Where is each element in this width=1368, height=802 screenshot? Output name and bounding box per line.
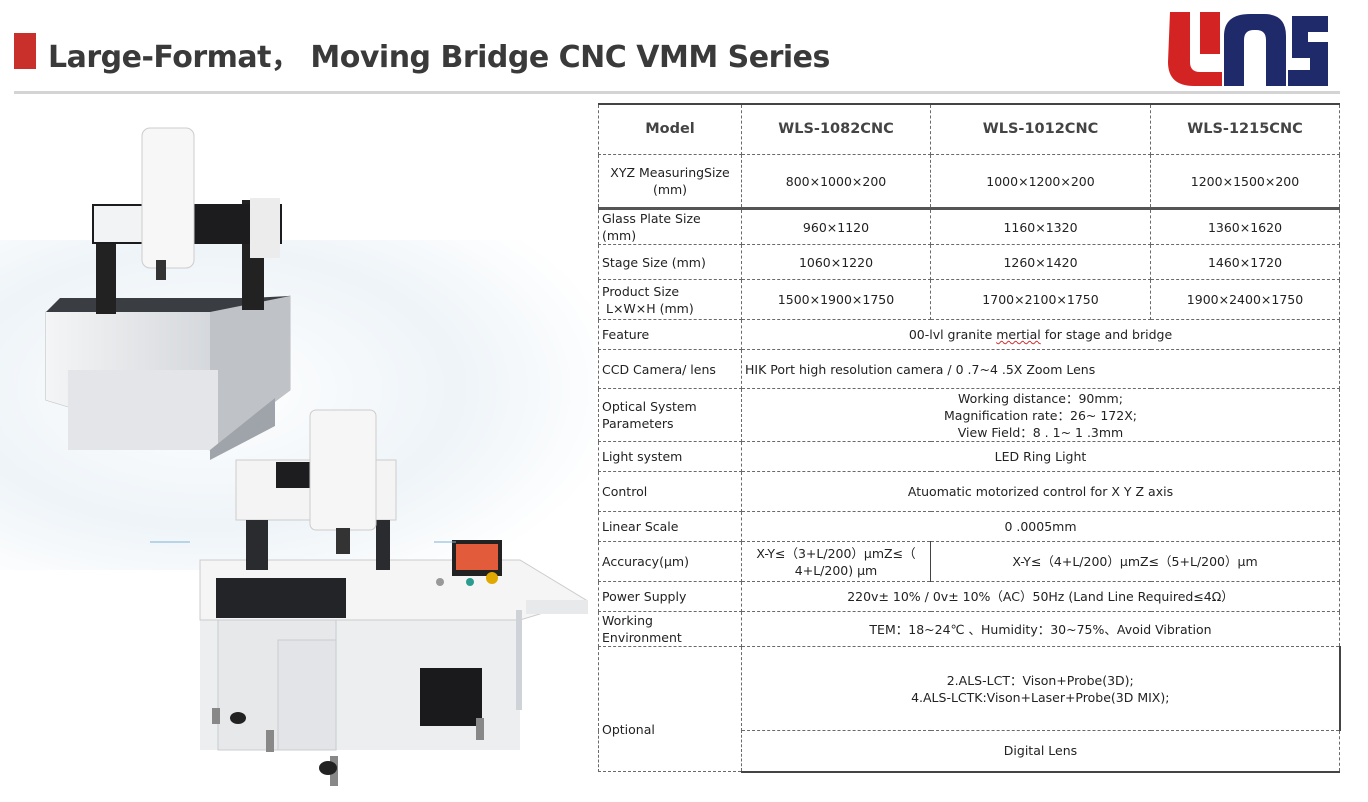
optional-line-2: 4.ALS-LCTK:Vison+Laser+Probe(3D MIX); bbox=[911, 689, 1170, 705]
cell-measuring-size-2: 1000×1200×200 bbox=[930, 154, 1151, 210]
cell-measuring-size-3: 1200×1500×200 bbox=[1150, 154, 1340, 210]
cell-measuring-size-1: 800×1000×200 bbox=[741, 154, 931, 210]
title-divider bbox=[14, 91, 1340, 94]
row-label-control: Control bbox=[598, 471, 742, 512]
product-photos bbox=[0, 100, 595, 802]
cell-feature: 00-lvl granite mertial for stage and bri… bbox=[741, 319, 1340, 350]
cell-stage-size-3: 1460×1720 bbox=[1150, 244, 1340, 280]
header-model-1: WLS-1082CNC bbox=[741, 103, 931, 155]
company-logo bbox=[1168, 12, 1328, 86]
machine-bottom bbox=[199, 409, 588, 786]
optional-line-1: 2.ALS-LCT：Vison+Probe(3D); bbox=[946, 672, 1134, 688]
table-row: CCD Camera/ lens HIK Port high resolutio… bbox=[598, 349, 1340, 389]
table-row: Glass Plate Size (mm) 960×1120 1160×1320… bbox=[598, 208, 1340, 245]
table-row: XYZ MeasuringSize (mm) 800×1000×200 1000… bbox=[598, 154, 1340, 210]
page-title: Large-Format， Moving Bridge CNC VMM Seri… bbox=[48, 40, 830, 75]
accuracy-a-line-1: X-Y≤（3+L/200）μmZ≤（ bbox=[756, 545, 916, 561]
optical-line-3: View Field：8 . 1~ 1 .3mm bbox=[957, 424, 1124, 440]
table-row: Product Size L×W×H (mm) 1500×1900×1750 1… bbox=[598, 279, 1340, 320]
row-label-ccd: CCD Camera/ lens bbox=[598, 349, 742, 389]
feature-text-post: for stage and bridge bbox=[1040, 327, 1173, 342]
table-row: Optional 2.ALS-LCT：Vison+Probe(3D);4.ALS… bbox=[598, 646, 1341, 772]
header-model-2: WLS-1012CNC bbox=[930, 103, 1151, 155]
row-label-optional: Optional bbox=[598, 646, 742, 772]
table-row: Control Atuomatic motorized control for … bbox=[598, 471, 1340, 512]
cell-stage-size-1: 1060×1220 bbox=[741, 244, 931, 280]
feature-text-pre: 00-lvl granite bbox=[908, 327, 997, 342]
cell-glass-plate-1: 960×1120 bbox=[741, 208, 931, 245]
cell-optional-digital-lens: Digital Lens bbox=[741, 730, 1340, 773]
cell-product-size-3: 1900×2400×1750 bbox=[1150, 279, 1340, 320]
cell-stage-size-2: 1260×1420 bbox=[930, 244, 1151, 280]
cell-power: 220v± 10% / 0v± 10%（AC）50Hz (Land Line R… bbox=[741, 581, 1340, 612]
table-row: Accuracy(μm) X-Y≤（3+L/200）μmZ≤（4+L/200) … bbox=[598, 541, 1340, 582]
product-size-label-2: L×W×H (mm) bbox=[605, 300, 694, 316]
table-header-row: Model WLS-1082CNC WLS-1012CNC WLS-1215CN… bbox=[598, 103, 1340, 155]
table-row: Digital Lens bbox=[599, 730, 1340, 773]
cell-environment: TEM：18~24℃ 、Humidity：30~75%、Avoid Vibrat… bbox=[741, 611, 1340, 647]
cell-accuracy-b: X-Y≤（4+L/200）μmZ≤（5+L/200）μm bbox=[930, 541, 1340, 582]
table-row: Linear Scale 0 .0005mm bbox=[598, 511, 1340, 542]
optical-label-1: Optical System bbox=[602, 399, 697, 414]
row-label-power: Power Supply bbox=[598, 581, 742, 612]
row-label-linear: Linear Scale bbox=[598, 511, 742, 542]
spec-table: Model WLS-1082CNC WLS-1012CNC WLS-1215CN… bbox=[598, 103, 1341, 773]
cell-ccd: HIK Port high resolution camera / 0 .7~4… bbox=[741, 349, 1340, 389]
feature-text-misspelled: mertial bbox=[996, 327, 1041, 342]
header-model: Model bbox=[598, 103, 742, 155]
cell-glass-plate-2: 1160×1320 bbox=[930, 208, 1151, 245]
machine-illustration bbox=[0, 127, 595, 786]
row-label-accuracy: Accuracy(μm) bbox=[598, 541, 742, 582]
cell-light: LED Ring Light bbox=[741, 441, 1340, 472]
product-size-label-1: Product Size bbox=[602, 283, 680, 299]
row-label-light: Light system bbox=[598, 441, 742, 472]
row-label-measuring-size: XYZ MeasuringSize (mm) bbox=[598, 154, 742, 210]
table-row: Light system LED Ring Light bbox=[598, 441, 1340, 472]
accuracy-a-line-2: 4+L/200) μm bbox=[794, 562, 878, 578]
environment-label-2: Environment bbox=[602, 630, 682, 645]
cell-optical: Working distance：90mm;Magnification rate… bbox=[741, 388, 1340, 442]
row-label-glass-plate: Glass Plate Size (mm) bbox=[598, 208, 742, 245]
table-row: Power Supply 220v± 10% / 0v± 10%（AC）50Hz… bbox=[598, 581, 1340, 612]
title-accent-bar bbox=[14, 33, 36, 69]
table-row: Feature 00-lvl granite mertial for stage… bbox=[598, 319, 1340, 350]
cell-optional-main: 2.ALS-LCT：Vison+Probe(3D);4.ALS-LCTK:Vis… bbox=[741, 646, 1341, 731]
header-model-3: WLS-1215CNC bbox=[1150, 103, 1340, 155]
optical-label-2: Parameters bbox=[602, 416, 674, 431]
optical-line-1: Working distance：90mm; bbox=[958, 390, 1123, 406]
cell-linear: 0 .0005mm bbox=[741, 511, 1340, 542]
cell-product-size-2: 1700×2100×1750 bbox=[930, 279, 1151, 320]
row-label-feature: Feature bbox=[598, 319, 742, 350]
machine-top bbox=[45, 127, 291, 460]
cell-accuracy-a: X-Y≤（3+L/200）μmZ≤（4+L/200) μm bbox=[741, 541, 931, 582]
cell-glass-plate-3: 1360×1620 bbox=[1150, 208, 1340, 245]
cell-product-size-1: 1500×1900×1750 bbox=[741, 279, 931, 320]
row-label-product-size: Product Size L×W×H (mm) bbox=[598, 279, 742, 320]
environment-label-1: Working bbox=[602, 613, 653, 628]
row-label-stage-size: Stage Size (mm) bbox=[598, 244, 742, 280]
optical-line-2: Magnification rate：26~ 172X; bbox=[944, 407, 1137, 423]
table-row: Stage Size (mm) 1060×1220 1260×1420 1460… bbox=[598, 244, 1340, 280]
cell-control: Atuomatic motorized control for X Y Z ax… bbox=[741, 471, 1340, 512]
